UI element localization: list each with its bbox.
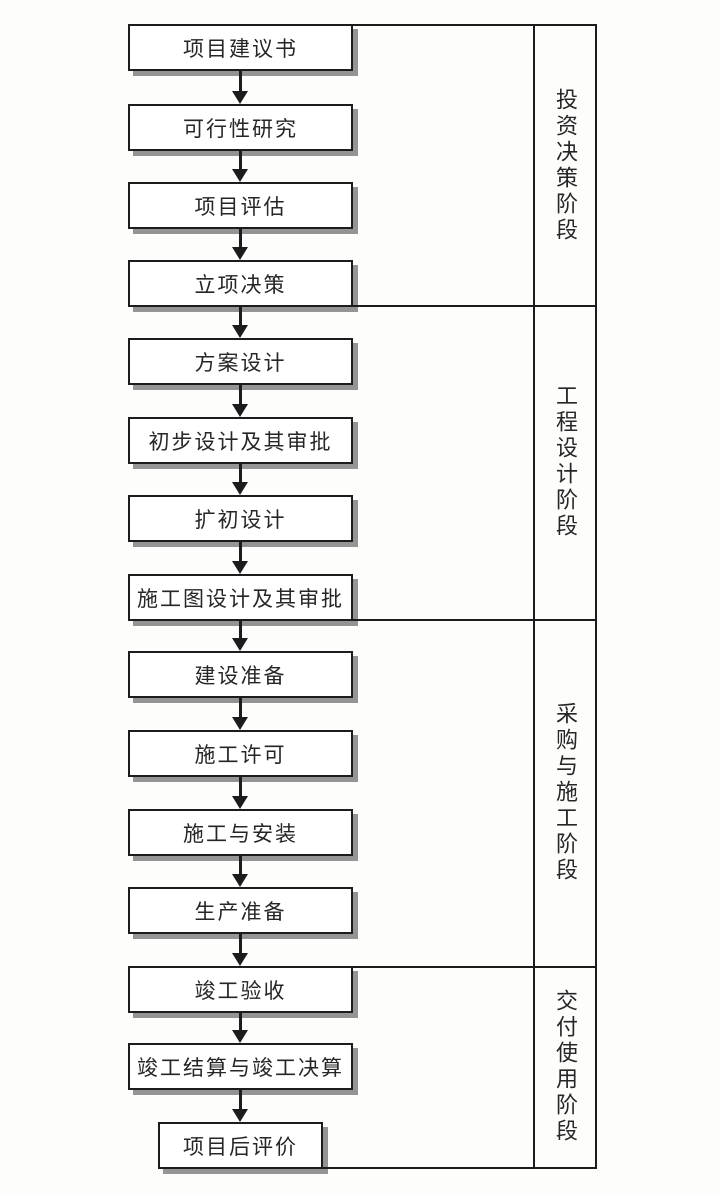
arrow-stem xyxy=(238,621,242,638)
flow-arrow-down-icon xyxy=(226,698,254,730)
flow-arrow-down-icon xyxy=(226,934,254,966)
flow-step-preliminary-design-approval: 初步设计及其审批 xyxy=(128,417,353,464)
arrow-head-icon xyxy=(232,325,248,338)
arrow-head-icon xyxy=(232,638,248,651)
phase-label: 交付使用阶段 xyxy=(553,988,578,1145)
flow-arrow-down-icon xyxy=(226,307,254,338)
arrow-head-icon xyxy=(232,169,248,182)
phase-divider-line xyxy=(320,1167,597,1169)
phase-delivery-use: 交付使用阶段 xyxy=(535,966,595,1167)
arrow-head-icon xyxy=(232,717,248,730)
flow-arrow-down-icon xyxy=(226,542,254,574)
arrow-stem xyxy=(238,151,242,169)
phase-divider-line xyxy=(350,305,597,307)
flow-arrow-down-icon xyxy=(226,777,254,809)
flow-step-scheme-design: 方案设计 xyxy=(128,338,353,385)
arrow-head-icon xyxy=(232,796,248,809)
phase-divider-line xyxy=(350,966,597,968)
flow-arrow-down-icon xyxy=(226,856,254,887)
arrow-stem xyxy=(238,856,242,874)
phase-label: 采购与施工阶段 xyxy=(553,701,578,884)
arrow-stem xyxy=(238,464,242,482)
flow-arrow-down-icon xyxy=(226,229,254,260)
phase-procurement-construction: 采购与施工阶段 xyxy=(535,619,595,966)
flow-step-post-project-evaluation: 项目后评价 xyxy=(158,1122,323,1169)
phase-divider-line xyxy=(350,24,597,26)
arrow-stem xyxy=(238,1090,242,1109)
phase-engineering-design: 工程设计阶段 xyxy=(535,305,595,619)
arrow-stem xyxy=(238,934,242,953)
flow-step-completion-settlement-accounts: 竣工结算与竣工决算 xyxy=(128,1043,353,1090)
flow-arrow-down-icon xyxy=(226,621,254,651)
flow-step-production-preparation: 生产准备 xyxy=(128,887,353,934)
flow-arrow-down-icon xyxy=(226,151,254,182)
flow-step-construction-preparation: 建设准备 xyxy=(128,651,353,698)
arrow-head-icon xyxy=(232,953,248,966)
arrow-stem xyxy=(238,229,242,247)
flow-arrow-down-icon xyxy=(226,385,254,417)
arrow-stem xyxy=(238,307,242,325)
flow-step-expanded-preliminary-design: 扩初设计 xyxy=(128,495,353,542)
flow-arrow-down-icon xyxy=(226,1013,254,1043)
phase-label: 工程设计阶段 xyxy=(553,384,578,540)
arrow-stem xyxy=(238,385,242,404)
arrow-head-icon xyxy=(232,874,248,887)
flow-step-completion-acceptance: 竣工验收 xyxy=(128,966,353,1013)
arrow-head-icon xyxy=(232,1109,248,1122)
arrow-head-icon xyxy=(232,404,248,417)
flow-step-project-evaluation: 项目评估 xyxy=(128,182,353,229)
flow-step-construction-permit: 施工许可 xyxy=(128,730,353,777)
arrow-head-icon xyxy=(232,247,248,260)
phase-investment-decision: 投资决策阶段 xyxy=(535,26,595,305)
arrow-stem xyxy=(238,777,242,796)
phase-divider-line xyxy=(350,619,597,621)
arrow-head-icon xyxy=(232,482,248,495)
flow-arrow-down-icon xyxy=(226,1090,254,1122)
arrow-head-icon xyxy=(232,91,248,104)
phase-label: 投资决策阶段 xyxy=(553,87,578,244)
flow-step-construction-drawing-approval: 施工图设计及其审批 xyxy=(128,574,353,621)
arrow-stem xyxy=(238,71,242,91)
flow-arrow-down-icon xyxy=(226,71,254,104)
flow-step-feasibility-study: 可行性研究 xyxy=(128,104,353,151)
arrow-head-icon xyxy=(232,561,248,574)
flow-arrow-down-icon xyxy=(226,464,254,495)
flow-step-project-proposal: 项目建议书 xyxy=(128,24,353,71)
arrow-stem xyxy=(238,542,242,561)
flow-step-project-approval-decision: 立项决策 xyxy=(128,260,353,307)
flow-step-construction-installation: 施工与安装 xyxy=(128,809,353,856)
phase-column: 投资决策阶段 工程设计阶段 采购与施工阶段 交付使用阶段 xyxy=(533,24,597,1169)
arrow-stem xyxy=(238,1013,242,1030)
arrow-stem xyxy=(238,698,242,717)
arrow-head-icon xyxy=(232,1030,248,1043)
